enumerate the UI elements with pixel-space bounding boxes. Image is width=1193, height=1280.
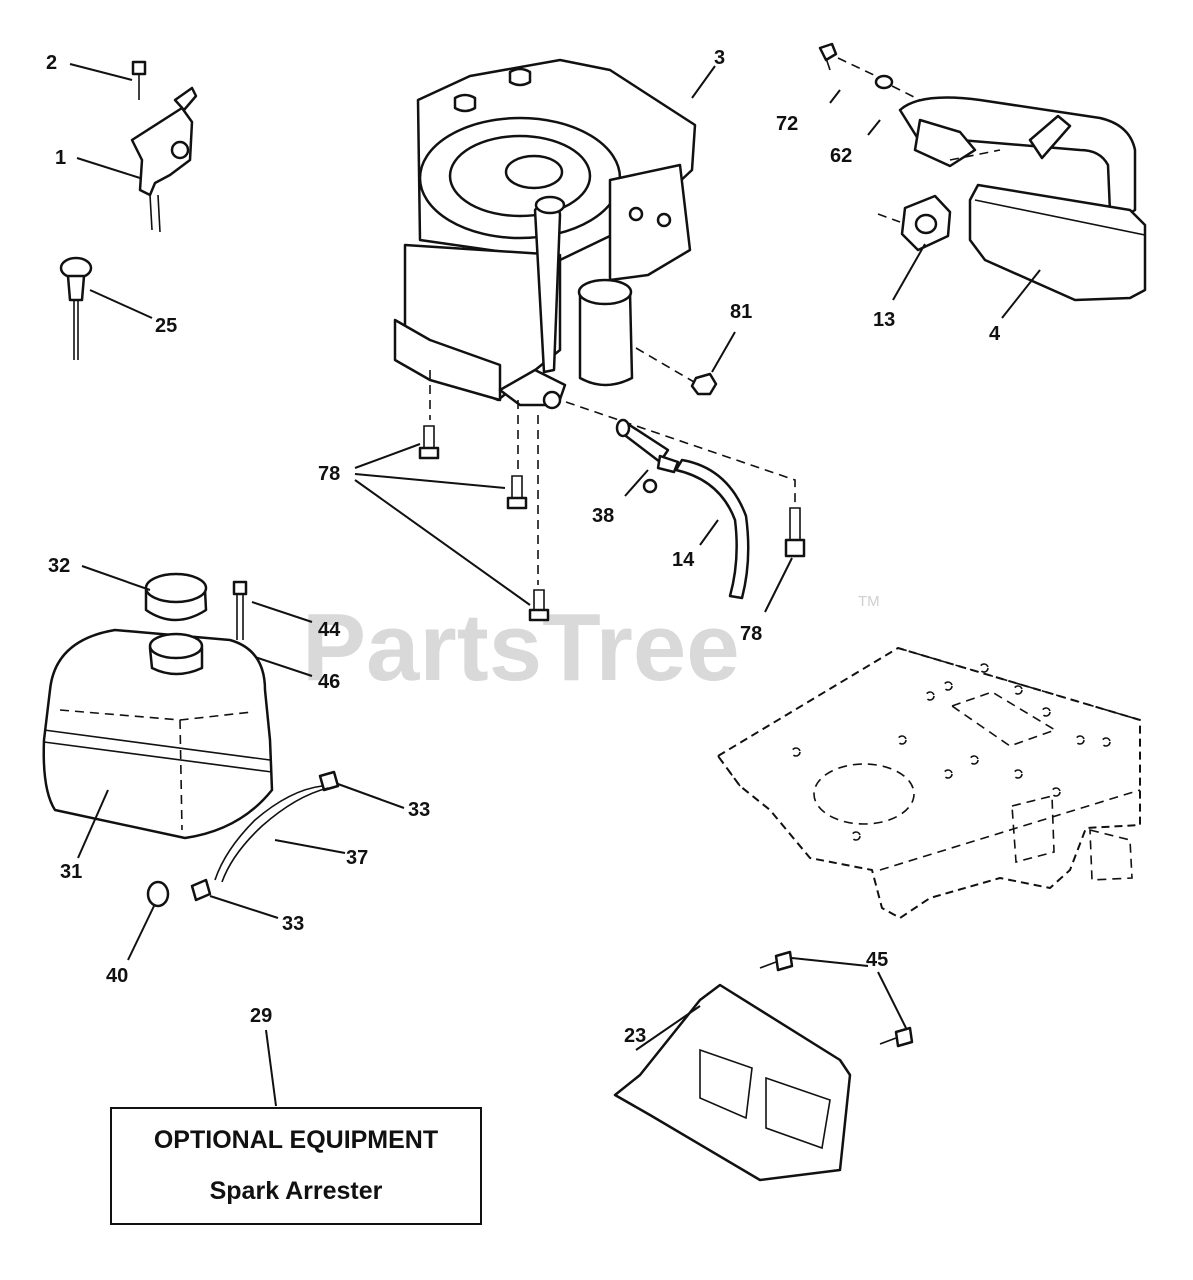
watermark-text: PartsTree	[302, 594, 740, 701]
muffler-assembly-part	[818, 42, 1147, 319]
callout-14: 14	[672, 549, 695, 571]
optional-equipment-box: OPTIONAL EQUIPMENT Spark Arrester	[110, 1107, 482, 1225]
callout-2: 2	[46, 52, 57, 74]
callout-46: 46	[318, 671, 340, 693]
callout-44: 44	[318, 619, 341, 641]
callout-13: 13	[873, 309, 895, 331]
callout-72: 72	[776, 113, 798, 135]
callout-29: 29	[250, 1005, 272, 1027]
nut-part	[635, 331, 736, 396]
callout-32: 32	[48, 555, 70, 577]
fuel-tank-part	[42, 628, 274, 859]
callout-1: 1	[55, 147, 66, 169]
callout-40: 40	[106, 965, 128, 987]
watermark-trademark: TM	[858, 593, 880, 610]
fuel-cap-part	[81, 565, 208, 622]
callout-23: 23	[624, 1025, 646, 1047]
callout-3: 3	[714, 47, 725, 69]
chassis-frame-part	[717, 647, 1141, 919]
heat-shield-part	[613, 950, 914, 1182]
fuel-filter-part	[615, 418, 750, 600]
callout-38: 38	[592, 505, 614, 527]
callout-62: 62	[830, 145, 852, 167]
callout-81: 81	[730, 301, 752, 323]
optional-equipment-subtitle: Spark Arrester	[209, 1177, 383, 1205]
callout-4: 4	[989, 323, 1001, 345]
callout-33-b: 33	[282, 913, 304, 935]
callout-25: 25	[155, 315, 177, 337]
callout-37: 37	[346, 847, 368, 869]
callout-78-a: 78	[318, 463, 340, 485]
callout-45: 45	[866, 949, 888, 971]
throttle-control-part	[69, 60, 198, 233]
callout-33-a: 33	[408, 799, 430, 821]
optional-leader-line	[265, 1029, 277, 1107]
callout-31: 31	[60, 861, 82, 883]
callout-78-b: 78	[740, 623, 762, 645]
choke-knob-part	[59, 256, 153, 360]
engine-bolts-part	[354, 370, 806, 622]
optional-equipment-title: OPTIONAL EQUIPMENT	[153, 1126, 439, 1154]
fuel-line-part	[127, 770, 405, 961]
engine-part	[393, 58, 716, 410]
